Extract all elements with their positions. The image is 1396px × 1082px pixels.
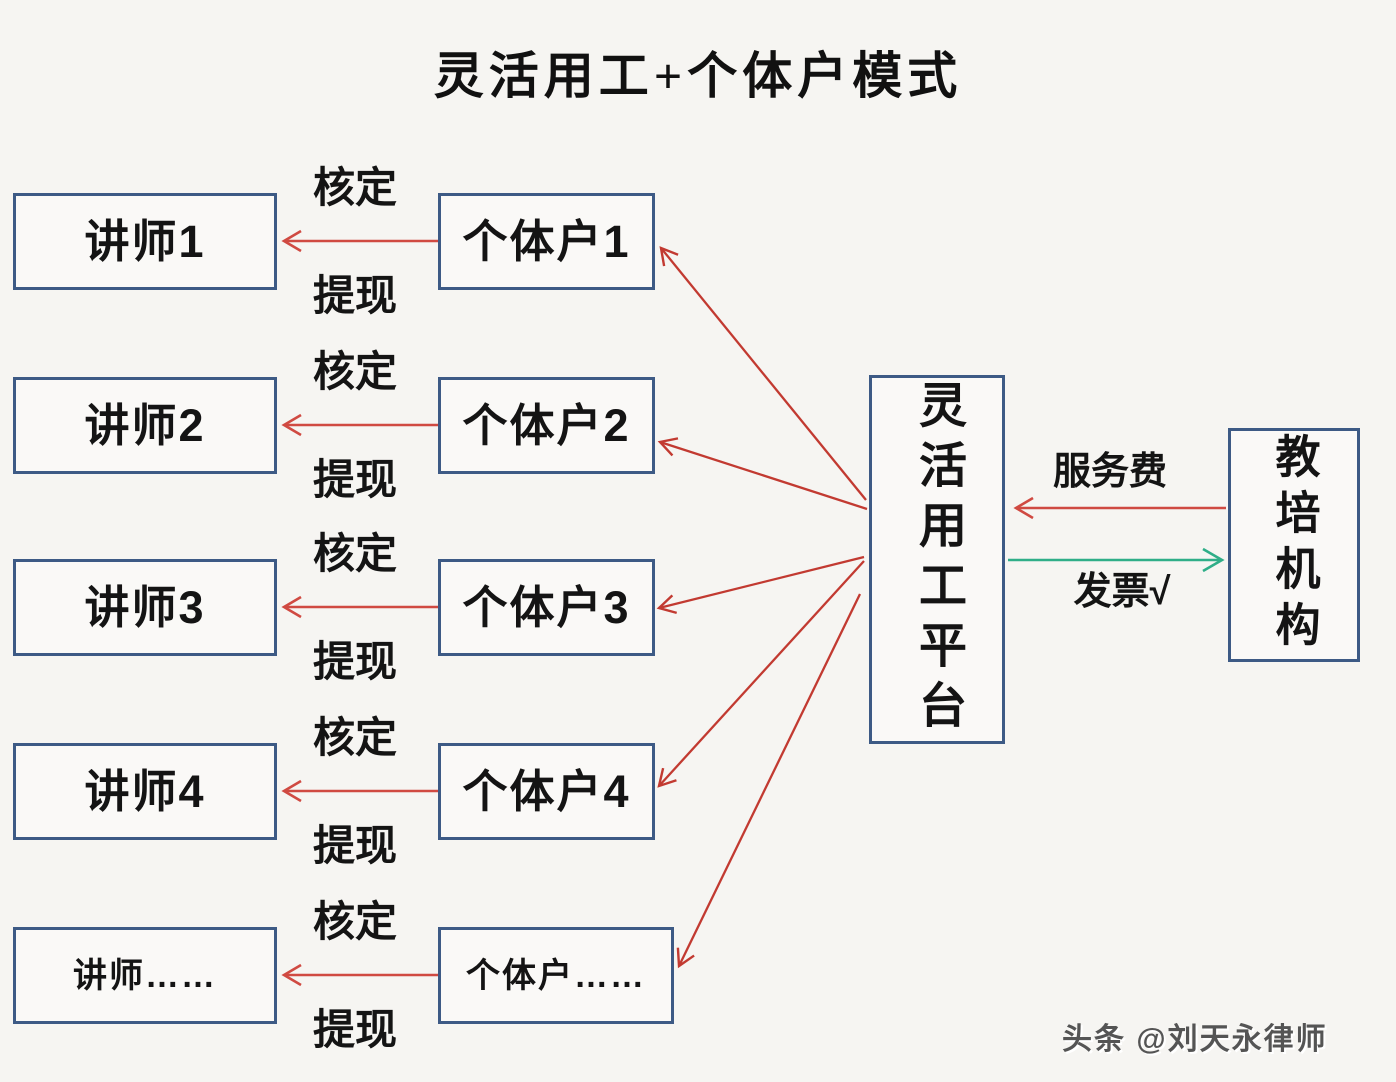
arrow-platform-to-household4 [657, 560, 865, 788]
assessment-label-3: 核定 [312, 530, 397, 577]
education-training-agency-box: 教培机构 [1228, 428, 1360, 662]
household-box-etc: 个体户…… [438, 927, 674, 1024]
watermark-text: 头条 @刘天永律师 [1062, 1023, 1328, 1056]
withdraw-label-1: 提现 [312, 272, 397, 319]
invoice-label: 发票√ [1073, 571, 1171, 613]
service-fee-label: 服务费 [1052, 451, 1167, 493]
withdraw-label-etc: 提现 [312, 1006, 397, 1053]
withdraw-label-4: 提现 [312, 822, 397, 869]
flexible-employment-platform-box: 灵活用工平台 [869, 375, 1005, 744]
household-box-1: 个体户1 [438, 193, 655, 290]
lecturer-box-4: 讲师4 [13, 743, 277, 840]
diagram-title: 灵活用工+个体户模式 [433, 48, 963, 104]
household-box-4: 个体户4 [438, 743, 655, 840]
withdraw-label-3: 提现 [312, 638, 397, 685]
lecturer-box-1: 讲师1 [13, 193, 277, 290]
lecturer-box-etc: 讲师…… [13, 927, 277, 1024]
assessment-label-etc: 核定 [312, 898, 397, 945]
lecturer-box-2: 讲师2 [13, 377, 277, 474]
household-box-2: 个体户2 [438, 377, 655, 474]
assessment-label-1: 核定 [312, 164, 397, 211]
lecturer-box-3: 讲师3 [13, 559, 277, 656]
assessment-label-2: 核定 [312, 348, 397, 395]
arrow-platform-to-household-etc [676, 593, 862, 969]
withdraw-label-2: 提现 [312, 456, 397, 503]
household-box-3: 个体户3 [438, 559, 655, 656]
arrow-platform-to-household2 [657, 437, 868, 511]
arrow-platform-to-household1 [659, 246, 867, 501]
assessment-label-4: 核定 [312, 714, 397, 761]
arrow-platform-to-household3 [656, 555, 865, 615]
